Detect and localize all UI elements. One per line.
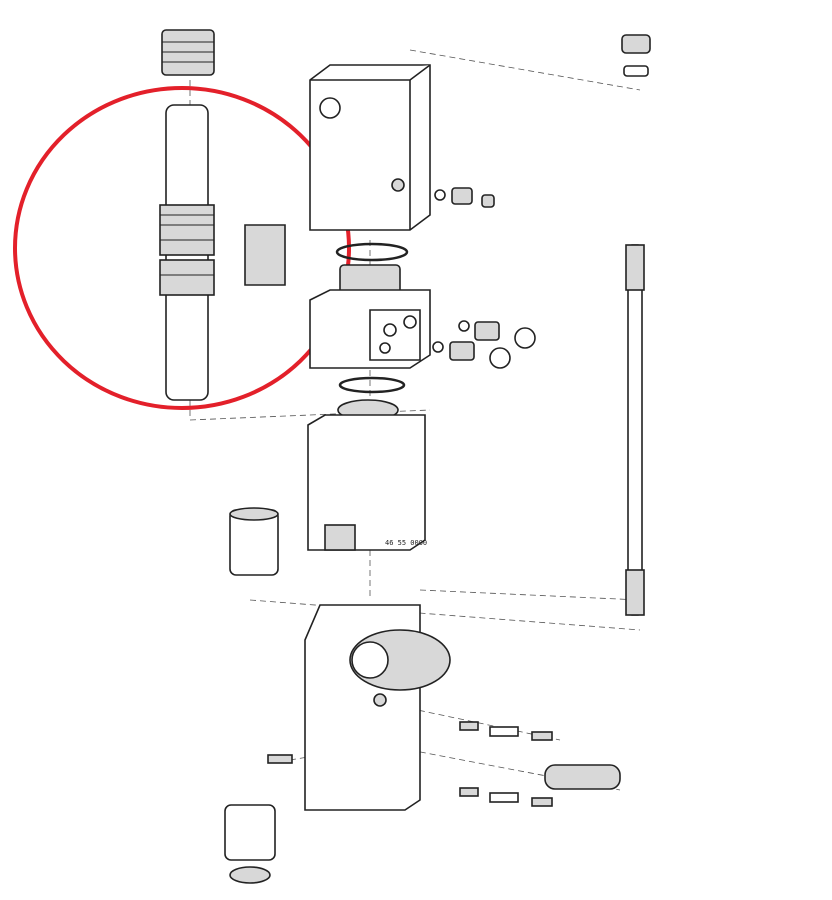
- lower-bushing: [224, 804, 276, 884]
- part-stamp: 46 55 0000: [385, 539, 427, 547]
- middle-valve-block: [309, 264, 536, 369]
- split-seal: [244, 224, 286, 286]
- o-ring-2: [338, 376, 406, 394]
- o-ring: [335, 242, 409, 262]
- cylinder-block: 46 55 0000: [307, 399, 427, 551]
- piston-rod: [159, 104, 215, 401]
- bushing: [229, 507, 279, 576]
- highlight-circle: [13, 86, 351, 410]
- base-block: [267, 604, 621, 811]
- tie-rod: [621, 34, 651, 616]
- threaded-nut-top: [161, 29, 215, 76]
- top-valve-block: [309, 64, 495, 231]
